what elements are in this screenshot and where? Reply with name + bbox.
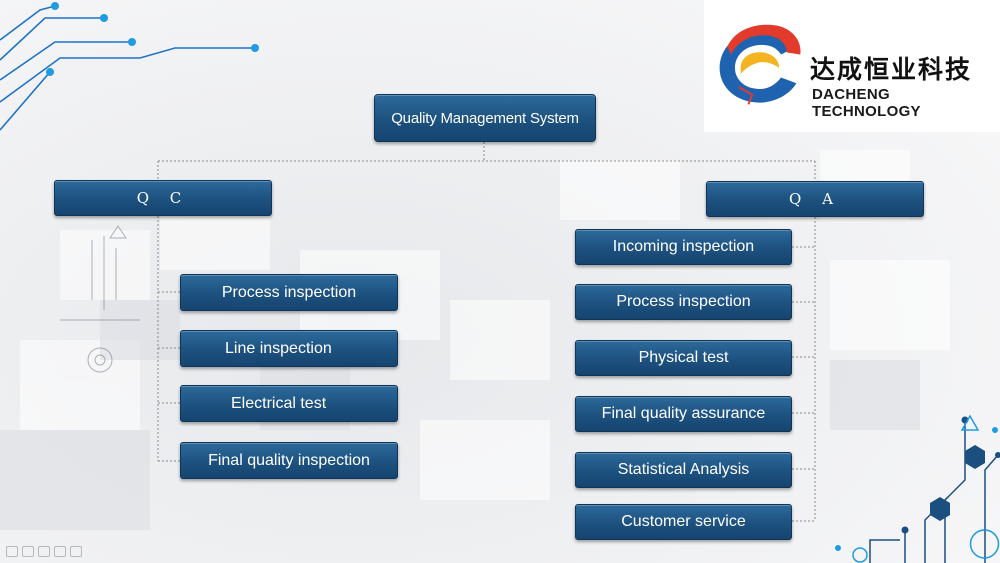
screen-icon[interactable] [70, 546, 82, 557]
qc-item-electrical-test: Electrical test [180, 385, 398, 422]
dacheng-logo-icon [719, 24, 801, 105]
slideshow-toolbar [6, 546, 82, 557]
qc-item-final-quality-inspection: Final quality inspection [180, 442, 398, 479]
qa-item-customer-service: Customer service [575, 504, 792, 540]
company-logo: 达成恒业科技 DACHENG TECHNOLOGY [704, 0, 1000, 132]
pen-icon[interactable] [6, 546, 18, 557]
qa-item-incoming-inspection: Incoming inspection [575, 229, 792, 265]
qa-item-final-quality-assurance: Final quality assurance [575, 396, 792, 432]
root-node: Quality Management System [374, 94, 596, 142]
highlighter-icon[interactable] [38, 546, 50, 557]
qa-item-process-inspection: Process inspection [575, 284, 792, 320]
eraser-icon[interactable] [22, 546, 34, 557]
branch-node-qc: Q C [54, 180, 272, 216]
company-name-chinese: 达成恒业科技 [810, 55, 973, 84]
qa-item-statistical-analysis: Statistical Analysis [575, 452, 792, 488]
pointer-icon[interactable] [54, 546, 66, 557]
branch-node-qa: Q A [706, 181, 924, 217]
qa-item-physical-test: Physical test [575, 340, 792, 376]
company-name-english: DACHENG TECHNOLOGY [812, 86, 921, 120]
qc-item-process-inspection: Process inspection [180, 274, 398, 311]
qc-item-line-inspection: Line inspection [180, 330, 398, 367]
